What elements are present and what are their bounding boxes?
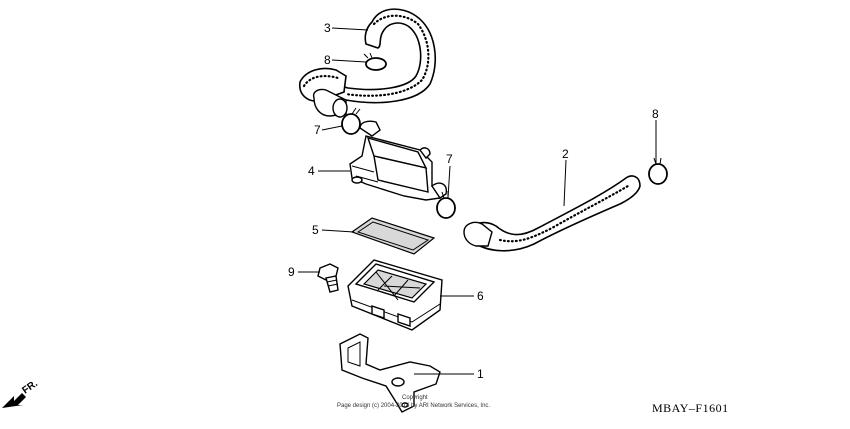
hose-part-3[interactable] [299, 8, 437, 118]
clip-part-8-upper[interactable] [363, 52, 387, 71]
callout-6[interactable]: 6 [477, 289, 484, 303]
callout-5[interactable]: 5 [312, 223, 319, 237]
callout-1[interactable]: 1 [477, 367, 484, 381]
filter-case-part-6[interactable] [347, 259, 443, 331]
copyright-line-1: Copyright [402, 395, 428, 401]
callout-9[interactable]: 9 [288, 265, 295, 279]
callout-8-right[interactable]: 8 [652, 107, 659, 121]
callout-2[interactable]: 2 [562, 147, 569, 161]
front-direction-label: FR. [20, 378, 40, 396]
clip-part-7-upper[interactable] [341, 107, 361, 135]
callout-3[interactable]: 3 [324, 21, 331, 35]
callout-7-upper[interactable]: 7 [314, 123, 321, 137]
bolt-part-9[interactable] [317, 263, 339, 293]
clip-part-8-right[interactable] [648, 157, 668, 185]
diagram-code: MBAY–F1601 [652, 401, 729, 415]
bracket-part-1[interactable] [339, 333, 441, 413]
callout-7-lower[interactable]: 7 [446, 152, 453, 166]
hose-part-2[interactable] [463, 175, 641, 252]
callout-4[interactable]: 4 [308, 164, 315, 178]
copyright-line-2: Page design (c) 2004-2014 by ARI Network… [337, 403, 490, 409]
callout-8-upper[interactable]: 8 [324, 53, 331, 67]
leader-lines [298, 27, 657, 375]
filter-part-5[interactable] [350, 217, 436, 255]
valve-part-4[interactable] [349, 120, 447, 201]
front-direction-arrow-icon [2, 393, 26, 408]
